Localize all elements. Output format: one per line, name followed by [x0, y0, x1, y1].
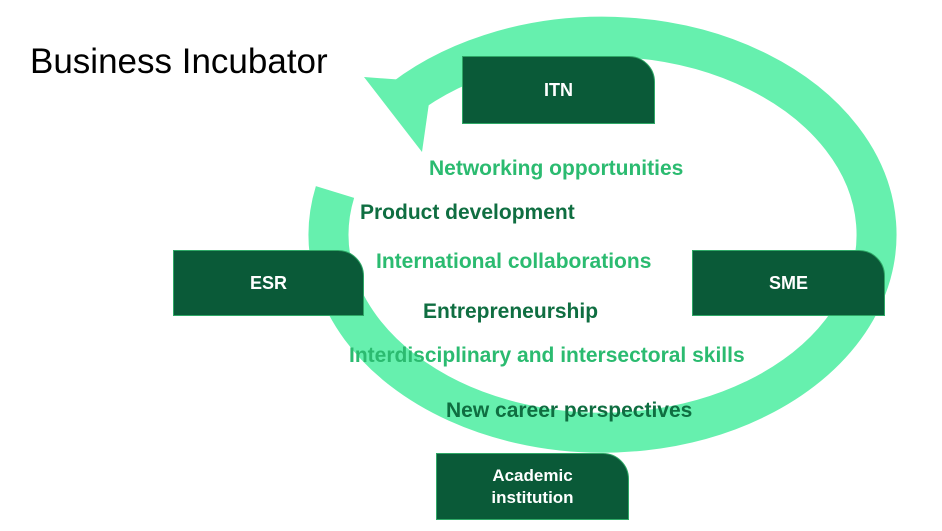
benefit-networking: Networking opportunities [429, 157, 684, 180]
cycle-arrowhead [364, 77, 432, 152]
benefit-career-perspectives: New career perspectives [446, 399, 693, 422]
node-academic-line1: Academic [492, 465, 573, 485]
benefit-entrepreneurship: Entrepreneurship [423, 300, 599, 323]
node-academic-label: Academic institution [491, 465, 573, 509]
node-itn: ITN [462, 56, 655, 124]
node-sme-label: SME [768, 273, 808, 293]
benefit-international-collaborations: International collaborations [376, 250, 652, 273]
node-itn-label: ITN [544, 80, 573, 100]
node-academic-line2: institution [491, 487, 574, 507]
benefit-interdisciplinary-skills: Interdisciplinary and intersectoral skil… [349, 344, 745, 367]
node-esr: ESR [173, 250, 364, 316]
node-sme: SME [692, 250, 885, 316]
cycle-ring [308, 16, 897, 453]
slide-title: Business Incubator [30, 42, 328, 81]
node-esr-label: ESR [249, 273, 287, 293]
node-academic-institution: Academic institution [436, 453, 629, 520]
benefit-product-development: Product development [360, 201, 575, 224]
